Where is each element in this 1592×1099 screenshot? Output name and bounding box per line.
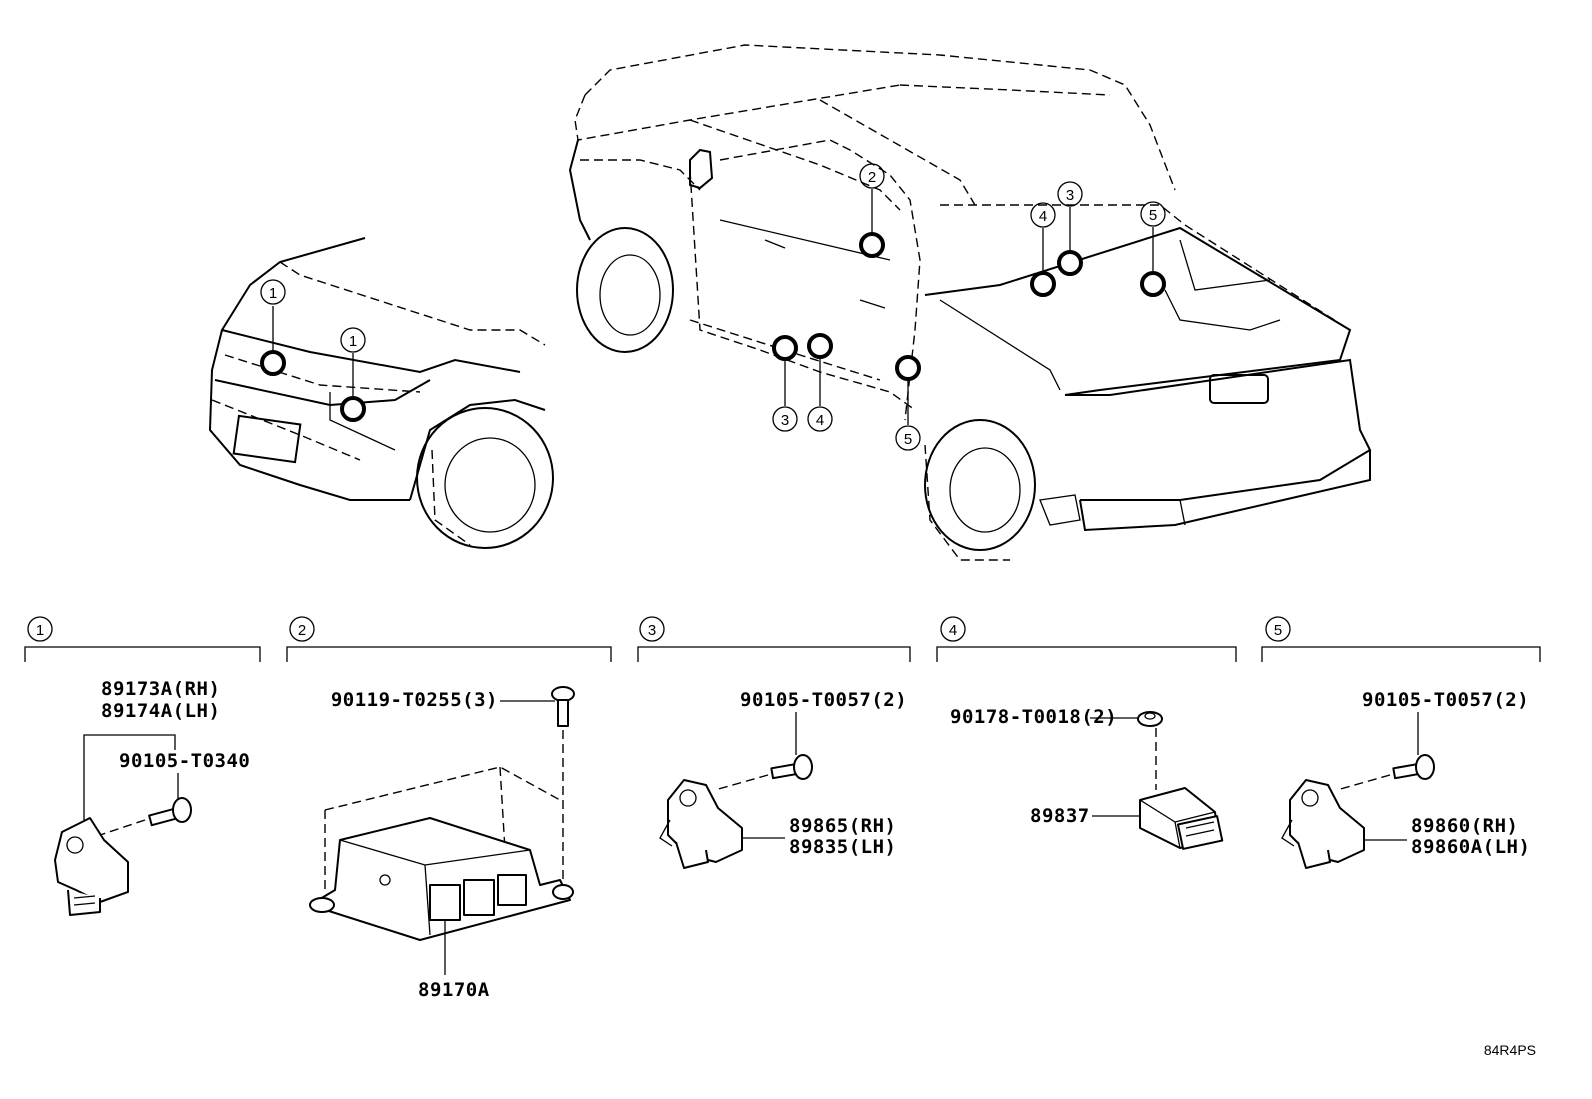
nut-icon xyxy=(1137,711,1163,727)
vehicle-location-markers: 1 1 2 3 4 5 3 4 xyxy=(260,163,1166,451)
marker-label: 4 xyxy=(816,412,824,429)
section-1: 1 89173A(RH) 89174A(LH) 90105-T0340 xyxy=(24,616,261,916)
part-label-rh: 89865(RH) xyxy=(789,815,896,837)
marker-label: 4 xyxy=(1039,208,1047,225)
section-5: 5 90105-T0057(2) 89860(RH) 89860A(LH) xyxy=(1261,616,1541,869)
marker-label: 3 xyxy=(1066,187,1074,204)
front-vehicle-view xyxy=(208,237,554,549)
airbag-ecu-icon xyxy=(309,817,574,941)
part-label-lh: 89174A(LH) xyxy=(101,700,220,722)
impact-sensor-icon xyxy=(659,779,743,869)
sensor-location-mark xyxy=(895,355,921,381)
section-2: 2 90119-T0255(3) 89170A xyxy=(286,616,612,1001)
sensor-module-icon xyxy=(1139,787,1224,850)
sensor-location-mark xyxy=(807,333,833,359)
bolt-part-number: 90119-T0255(3) xyxy=(331,689,498,711)
part-label-rh: 89173A(RH) xyxy=(101,678,220,700)
part-label-rh: 89860(RH) xyxy=(1411,815,1518,837)
truck-vehicle-view xyxy=(568,44,1372,561)
marker-label: 5 xyxy=(904,431,912,448)
section-3: 3 90105-T0057(2) 89865(RH) 89835(LH) xyxy=(637,616,911,869)
sensor-location-mark xyxy=(772,335,798,361)
bolt-icon xyxy=(770,754,813,780)
section-number: 3 xyxy=(648,622,656,639)
part-label-lh: 89835(LH) xyxy=(789,836,896,858)
marker-label: 2 xyxy=(868,169,876,186)
nut-part-number: 90178-T0018(2) xyxy=(950,706,1117,728)
bolt-icon xyxy=(148,797,192,827)
part-label-lh: 89860A(LH) xyxy=(1411,836,1530,858)
section-number: 5 xyxy=(1274,622,1282,639)
marker-label: 1 xyxy=(349,333,357,350)
diagram-reference-code: 84R4PS xyxy=(1484,1042,1536,1058)
module-part-number: 89170A xyxy=(418,979,490,1001)
sensor-location-mark xyxy=(340,396,366,422)
section-number: 2 xyxy=(298,622,306,639)
bolt-icon xyxy=(551,686,575,727)
marker-label: 1 xyxy=(269,285,277,302)
sensor-location-mark xyxy=(1057,250,1083,276)
impact-sensor-icon xyxy=(54,817,129,916)
section-number: 4 xyxy=(949,622,957,639)
bolt-part-number: 90105-T0057(2) xyxy=(1362,689,1529,711)
marker-label: 5 xyxy=(1149,207,1157,224)
sensor-part-number: 89837 xyxy=(1030,805,1090,827)
sensor-location-mark xyxy=(1030,271,1056,297)
sensor-location-mark xyxy=(859,232,885,258)
bolt-part-number: 90105-T0057(2) xyxy=(740,689,907,711)
bolt-icon xyxy=(1392,754,1435,780)
impact-sensor-icon xyxy=(1281,779,1365,869)
sensor-location-mark xyxy=(1140,271,1166,297)
section-4: 4 90178-T0018(2) 89837 xyxy=(936,616,1237,850)
sensor-location-mark xyxy=(260,350,286,376)
bolt-part-number: 90105-T0340 xyxy=(119,750,250,772)
marker-label: 3 xyxy=(781,412,789,429)
section-number: 1 xyxy=(36,622,44,639)
